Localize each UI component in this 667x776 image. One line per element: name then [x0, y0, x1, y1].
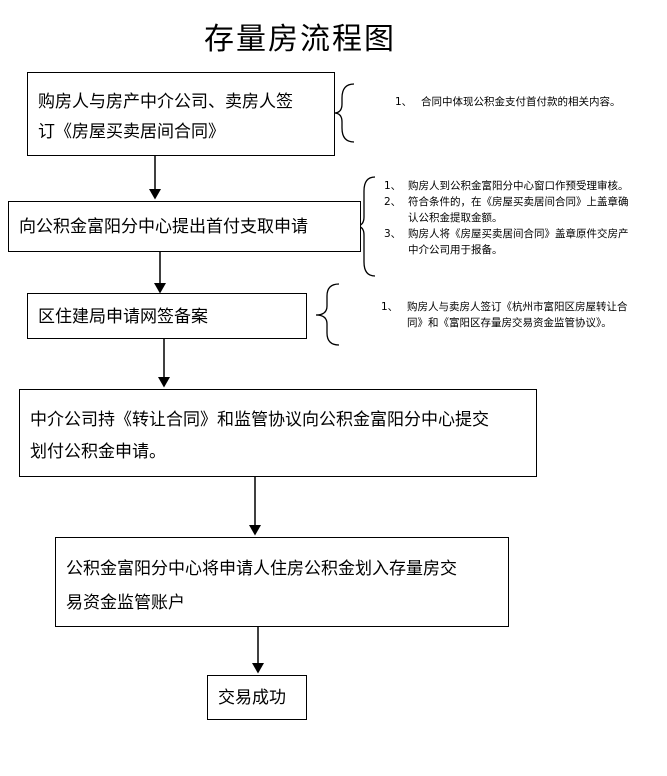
step-3-line-1: 区住建局申请网签备案	[38, 307, 208, 327]
note-2-item-1: 1、 购房人到公积金富阳分中心窗口作预受理审核。	[384, 178, 664, 194]
page-title: 存量房流程图	[204, 22, 396, 57]
step-6-box: 交易成功	[207, 675, 307, 720]
step-5-line-1: 公积金富阳分中心将申请人住房公积金划入存量房交	[66, 559, 457, 579]
step-1-line-2: 订《房屋买卖居间合同》	[38, 122, 225, 142]
note-3-item-1-num: 1、	[381, 301, 399, 313]
note-2-item-3-line-1: 购房人将《房屋买卖居间合同》盖章原件交房产	[408, 228, 629, 240]
note-2-item-1-text: 购房人到公积金富阳分中心窗口作预受理审核。	[408, 180, 629, 192]
note-1-item-1: 1、 合同中体现公积金支付首付款的相关内容。	[395, 94, 660, 110]
step-5-line-2: 易资金监管账户	[66, 593, 185, 613]
brace-3	[315, 283, 340, 346]
note-2-item-2-num: 2、	[384, 196, 402, 208]
step-4-box: 中介公司持《转让合同》和监管协议向公积金富阳分中心提交 划付公积金申请。	[19, 389, 537, 477]
note-3-item-1-line-2: 同》和《富阳区存量房交易资金监管协议》。	[407, 317, 612, 329]
note-2-item-2-line-1: 符合条件的，在《房屋买卖居间合同》上盖章确	[408, 196, 629, 208]
note-1: 1、 合同中体现公积金支付首付款的相关内容。	[395, 94, 660, 110]
note-2-item-1-num: 1、	[384, 180, 402, 192]
note-1-item-1-text: 合同中体现公积金支付首付款的相关内容。	[421, 96, 621, 108]
brace-1	[333, 83, 355, 143]
step-1-line-1: 购房人与房产中介公司、卖房人签	[38, 92, 293, 112]
step-2-line-1: 向公积金富阳分中心提出首付支取申请	[19, 217, 308, 237]
step-4-line-2: 划付公积金申请。	[30, 442, 166, 462]
note-1-item-1-num: 1、	[395, 96, 413, 108]
note-2-item-2-line-2: 认公积金提取金额。	[408, 212, 503, 224]
note-2-item-3-line-2: 中介公司用于报备。	[408, 244, 503, 256]
note-3: 1、 购房人与卖房人签订《杭州市富阳区房屋转让合 同》和《富阳区存量房交易资金监…	[381, 299, 663, 331]
step-1-box: 购房人与房产中介公司、卖房人签 订《房屋买卖居间合同》	[27, 72, 335, 156]
step-5-box: 公积金富阳分中心将申请人住房公积金划入存量房交 易资金监管账户	[55, 537, 509, 627]
note-3-item-1: 1、 购房人与卖房人签订《杭州市富阳区房屋转让合 同》和《富阳区存量房交易资金监…	[381, 299, 663, 331]
note-2-item-3: 3、 购房人将《房屋买卖居间合同》盖章原件交房产 中介公司用于报备。	[384, 226, 664, 258]
note-2-item-2: 2、 符合条件的，在《房屋买卖居间合同》上盖章确 认公积金提取金额。	[384, 194, 664, 226]
step-4-line-1: 中介公司持《转让合同》和监管协议向公积金富阳分中心提交	[30, 410, 489, 430]
step-3-box: 区住建局申请网签备案	[27, 293, 307, 339]
note-3-item-1-line-1: 购房人与卖房人签订《杭州市富阳区房屋转让合	[407, 301, 628, 313]
note-2: 1、 购房人到公积金富阳分中心窗口作预受理审核。 2、 符合条件的，在《房屋买卖…	[384, 178, 664, 258]
step-6-line-1: 交易成功	[218, 688, 286, 708]
note-2-item-3-num: 3、	[384, 228, 402, 240]
step-2-box: 向公积金富阳分中心提出首付支取申请	[8, 201, 361, 252]
